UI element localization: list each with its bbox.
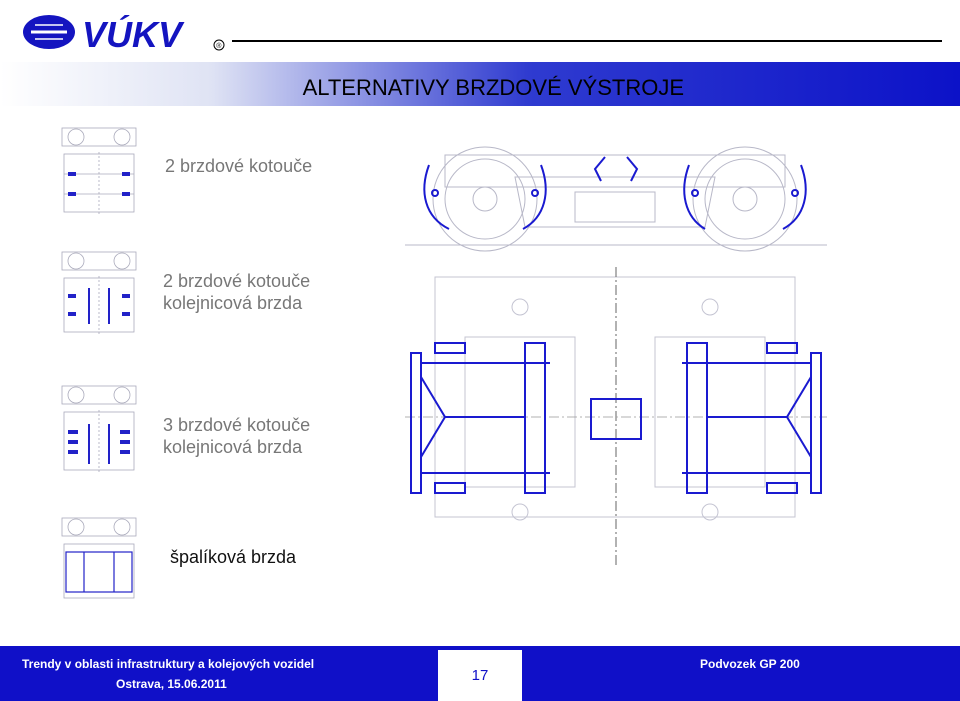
registered-mark: ® [216, 42, 222, 50]
option-2-line1: 2 brzdové kotouče [163, 271, 311, 291]
page-number: 17 [438, 650, 522, 701]
option-4: špalíková brzda [170, 546, 296, 568]
logo-text: VÚKV [82, 14, 185, 52]
footer-event-title: Trendy v oblasti infrastruktury a kolejo… [22, 657, 315, 671]
page-title: ALTERNATIVY BRZDOVÉ VÝSTROJE [302, 75, 684, 100]
option-3-line2: kolejnicová brzda [163, 437, 303, 457]
bogie-thumbnail-2 [61, 251, 137, 334]
option-2-line2: kolejnicová brzda [163, 293, 303, 313]
header-rule [232, 40, 942, 42]
footer-place-date: Ostrava, 15.06.2011 [116, 677, 227, 691]
title-band [0, 62, 960, 106]
bogie-thumbnail-1 [61, 127, 137, 214]
option-4-line1: špalíková brzda [170, 547, 297, 567]
bogie-thumbnail-4 [61, 517, 137, 599]
option-1-line1: 2 brzdové kotouče [165, 156, 313, 176]
option-3-line1: 3 brzdové kotouče [163, 415, 311, 435]
vukv-logo: VÚKV ® [23, 14, 225, 52]
bogie-technical-drawing [405, 146, 827, 567]
option-3: 3 brzdové kotouče kolejnicová brzda [163, 414, 310, 458]
bogie-thumbnail-3 [61, 385, 137, 472]
footer-topic: Podvozek GP 200 [700, 657, 800, 671]
option-1: 2 brzdové kotouče [165, 155, 312, 177]
option-2: 2 brzdové kotouče kolejnicová brzda [163, 270, 310, 314]
header: VÚKV ® [0, 0, 960, 62]
